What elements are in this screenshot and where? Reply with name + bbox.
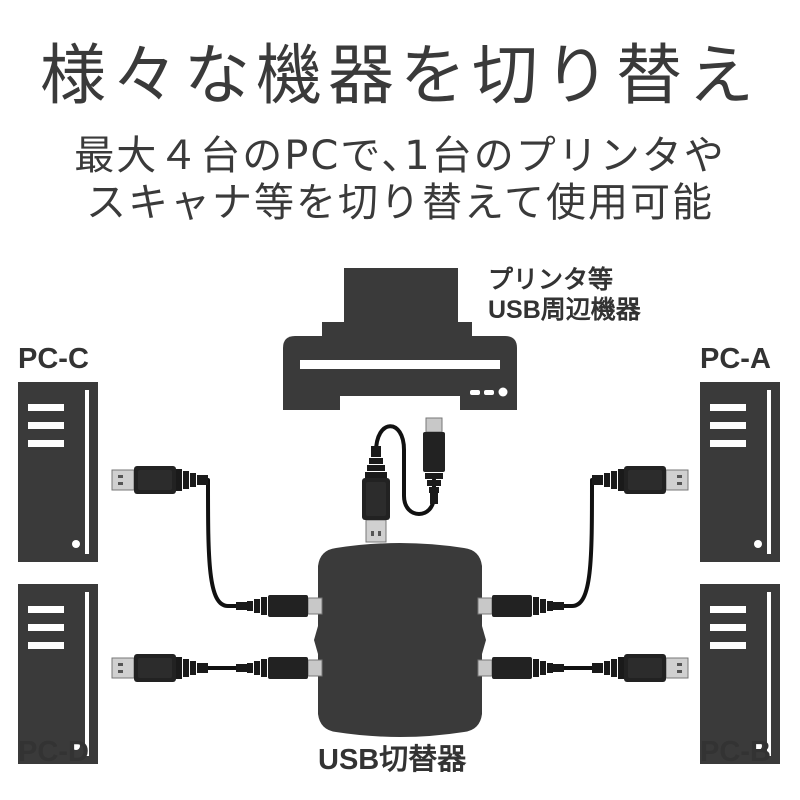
pc-a-label: PC-A [700,343,771,375]
pc-c-usb-b-plug [235,594,323,618]
pc-a-usb-a-plug [591,465,689,495]
pc-a-tower-icon [700,382,780,562]
pc-a-usb-b-plug [477,594,565,618]
pc-b-usb-a-plug [591,653,689,683]
printer-label-line-2: USB周辺機器 [488,296,641,324]
pc-d-label: PC-D [18,736,89,768]
pc-c-label: PC-C [18,343,89,375]
printer-usb-b-plug [422,417,446,505]
switch-label: USB切替器 [318,744,467,776]
printer-usb-a-plug [361,445,391,543]
subtitle-line-2: スキャナ等を切り替えて使用可能 [86,180,714,226]
page-title: 様々な機器を切り替え [40,37,760,114]
pc-d-usb-a-plug [111,653,209,683]
usb-switch-icon [314,543,486,737]
printer-icon [283,268,517,410]
pc-c-usb-a-plug [111,465,209,495]
pc-b-usb-b-plug [477,656,565,680]
printer-label-line-1: プリンタ等 [488,266,614,294]
pc-b-label: PC-B [700,736,771,768]
cables [206,424,594,670]
subtitle-line-1: 最大４台のPCで､1台のプリンタや [74,133,726,179]
pc-d-usb-b-plug [235,656,323,680]
pc-c-tower-icon [18,382,98,562]
